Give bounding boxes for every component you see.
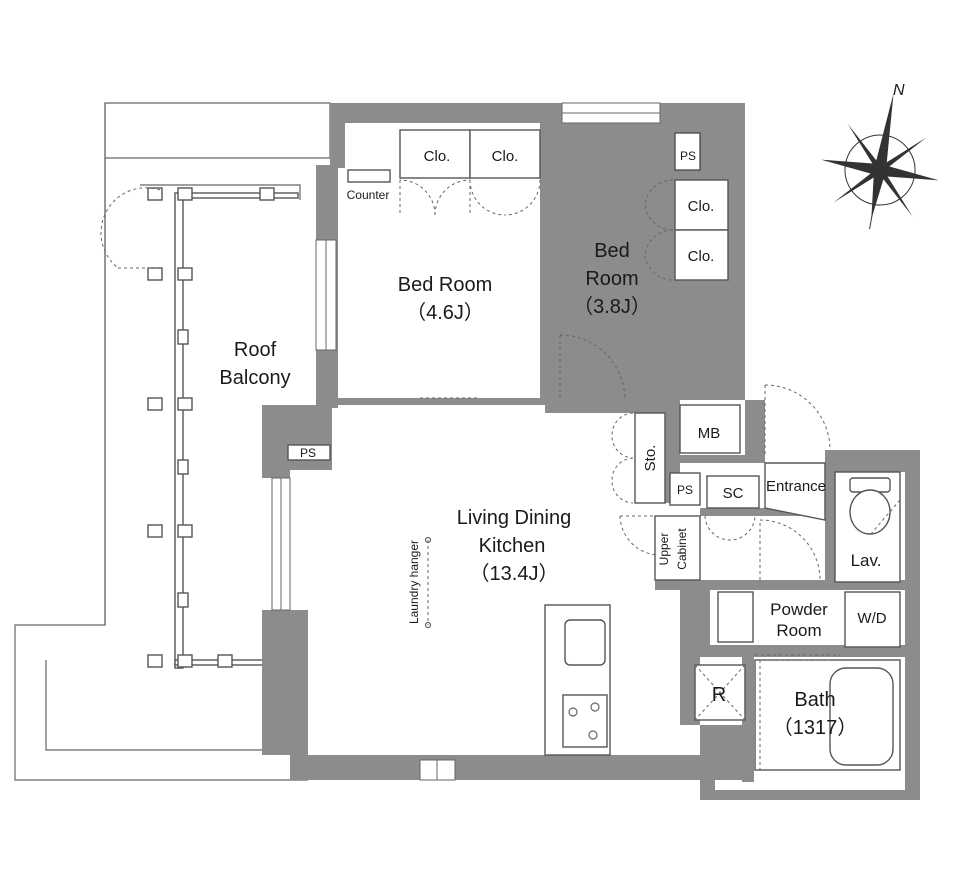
closet-label-4: Clo. xyxy=(688,248,715,265)
powder-room-label-1: Powder xyxy=(770,600,828,619)
closet-label-1: Clo. xyxy=(424,148,451,165)
powder-room-label-2: Room xyxy=(776,621,821,640)
toilet xyxy=(834,471,901,583)
laundry-hanger-label: Laundry hanger xyxy=(407,540,421,624)
balcony-outline xyxy=(14,102,331,781)
entrance-step xyxy=(764,462,826,521)
ldk-label-3: （13.4J） xyxy=(470,562,559,585)
refrigerator-label: R xyxy=(712,684,726,706)
upper-cabinet xyxy=(654,515,821,581)
bedroom-1-label-1: Bed Room xyxy=(398,274,493,296)
lav-label: Lav. xyxy=(851,551,882,570)
kitchen-counter xyxy=(544,604,611,756)
ldk-label-1: Living Dining xyxy=(457,507,572,529)
upper-cabinet-label-2: Cabinet xyxy=(675,528,689,570)
closet-label-3: Clo. xyxy=(688,198,715,215)
ldk-label-2: Kitchen xyxy=(479,535,546,557)
roof-balcony-label-2: Balcony xyxy=(219,367,290,389)
balcony-rail xyxy=(100,184,301,669)
bath-label-1: Bath xyxy=(794,689,835,711)
laundry-hanger xyxy=(424,536,432,629)
sto-label: Sto. xyxy=(642,445,659,472)
windows xyxy=(271,102,661,781)
fixture-labels: Clo. Clo. Clo. Clo. Counter PS PS PS MB … xyxy=(300,148,744,706)
bath-label-2: （1317） xyxy=(773,716,858,739)
compass-rose xyxy=(820,93,940,230)
sc-label: SC xyxy=(723,485,744,502)
bedroom-2-label-3: （3.8J） xyxy=(573,295,651,318)
compass-north-label: N xyxy=(893,82,905,99)
powder-room-fixtures xyxy=(717,591,901,656)
bedroom-2-label-1: Bed xyxy=(594,240,630,262)
room-labels: Roof Balcony Bed Room （4.6J） Bed Room （3… xyxy=(219,240,886,739)
roof-balcony-label-1: Roof xyxy=(234,339,277,361)
counter-label: Counter xyxy=(347,188,390,202)
ps-label-3: PS xyxy=(677,483,693,497)
closets-bedroom-1 xyxy=(347,129,541,216)
entrance-label: Entrance xyxy=(766,478,826,495)
storage-units xyxy=(287,132,831,556)
bedroom-2-label-2: Room xyxy=(585,268,638,290)
mb-label: MB xyxy=(698,425,721,442)
upper-cabinet-label-1: Upper xyxy=(657,533,671,566)
wd-label: W/D xyxy=(857,610,886,627)
closet-label-2: Clo. xyxy=(492,148,519,165)
ps-label-1: PS xyxy=(680,149,696,163)
bedroom-1-label-2: （4.6J） xyxy=(406,301,484,324)
refrigerator xyxy=(694,664,746,721)
bathtub xyxy=(754,659,901,771)
ps-label-2: PS xyxy=(300,446,316,460)
